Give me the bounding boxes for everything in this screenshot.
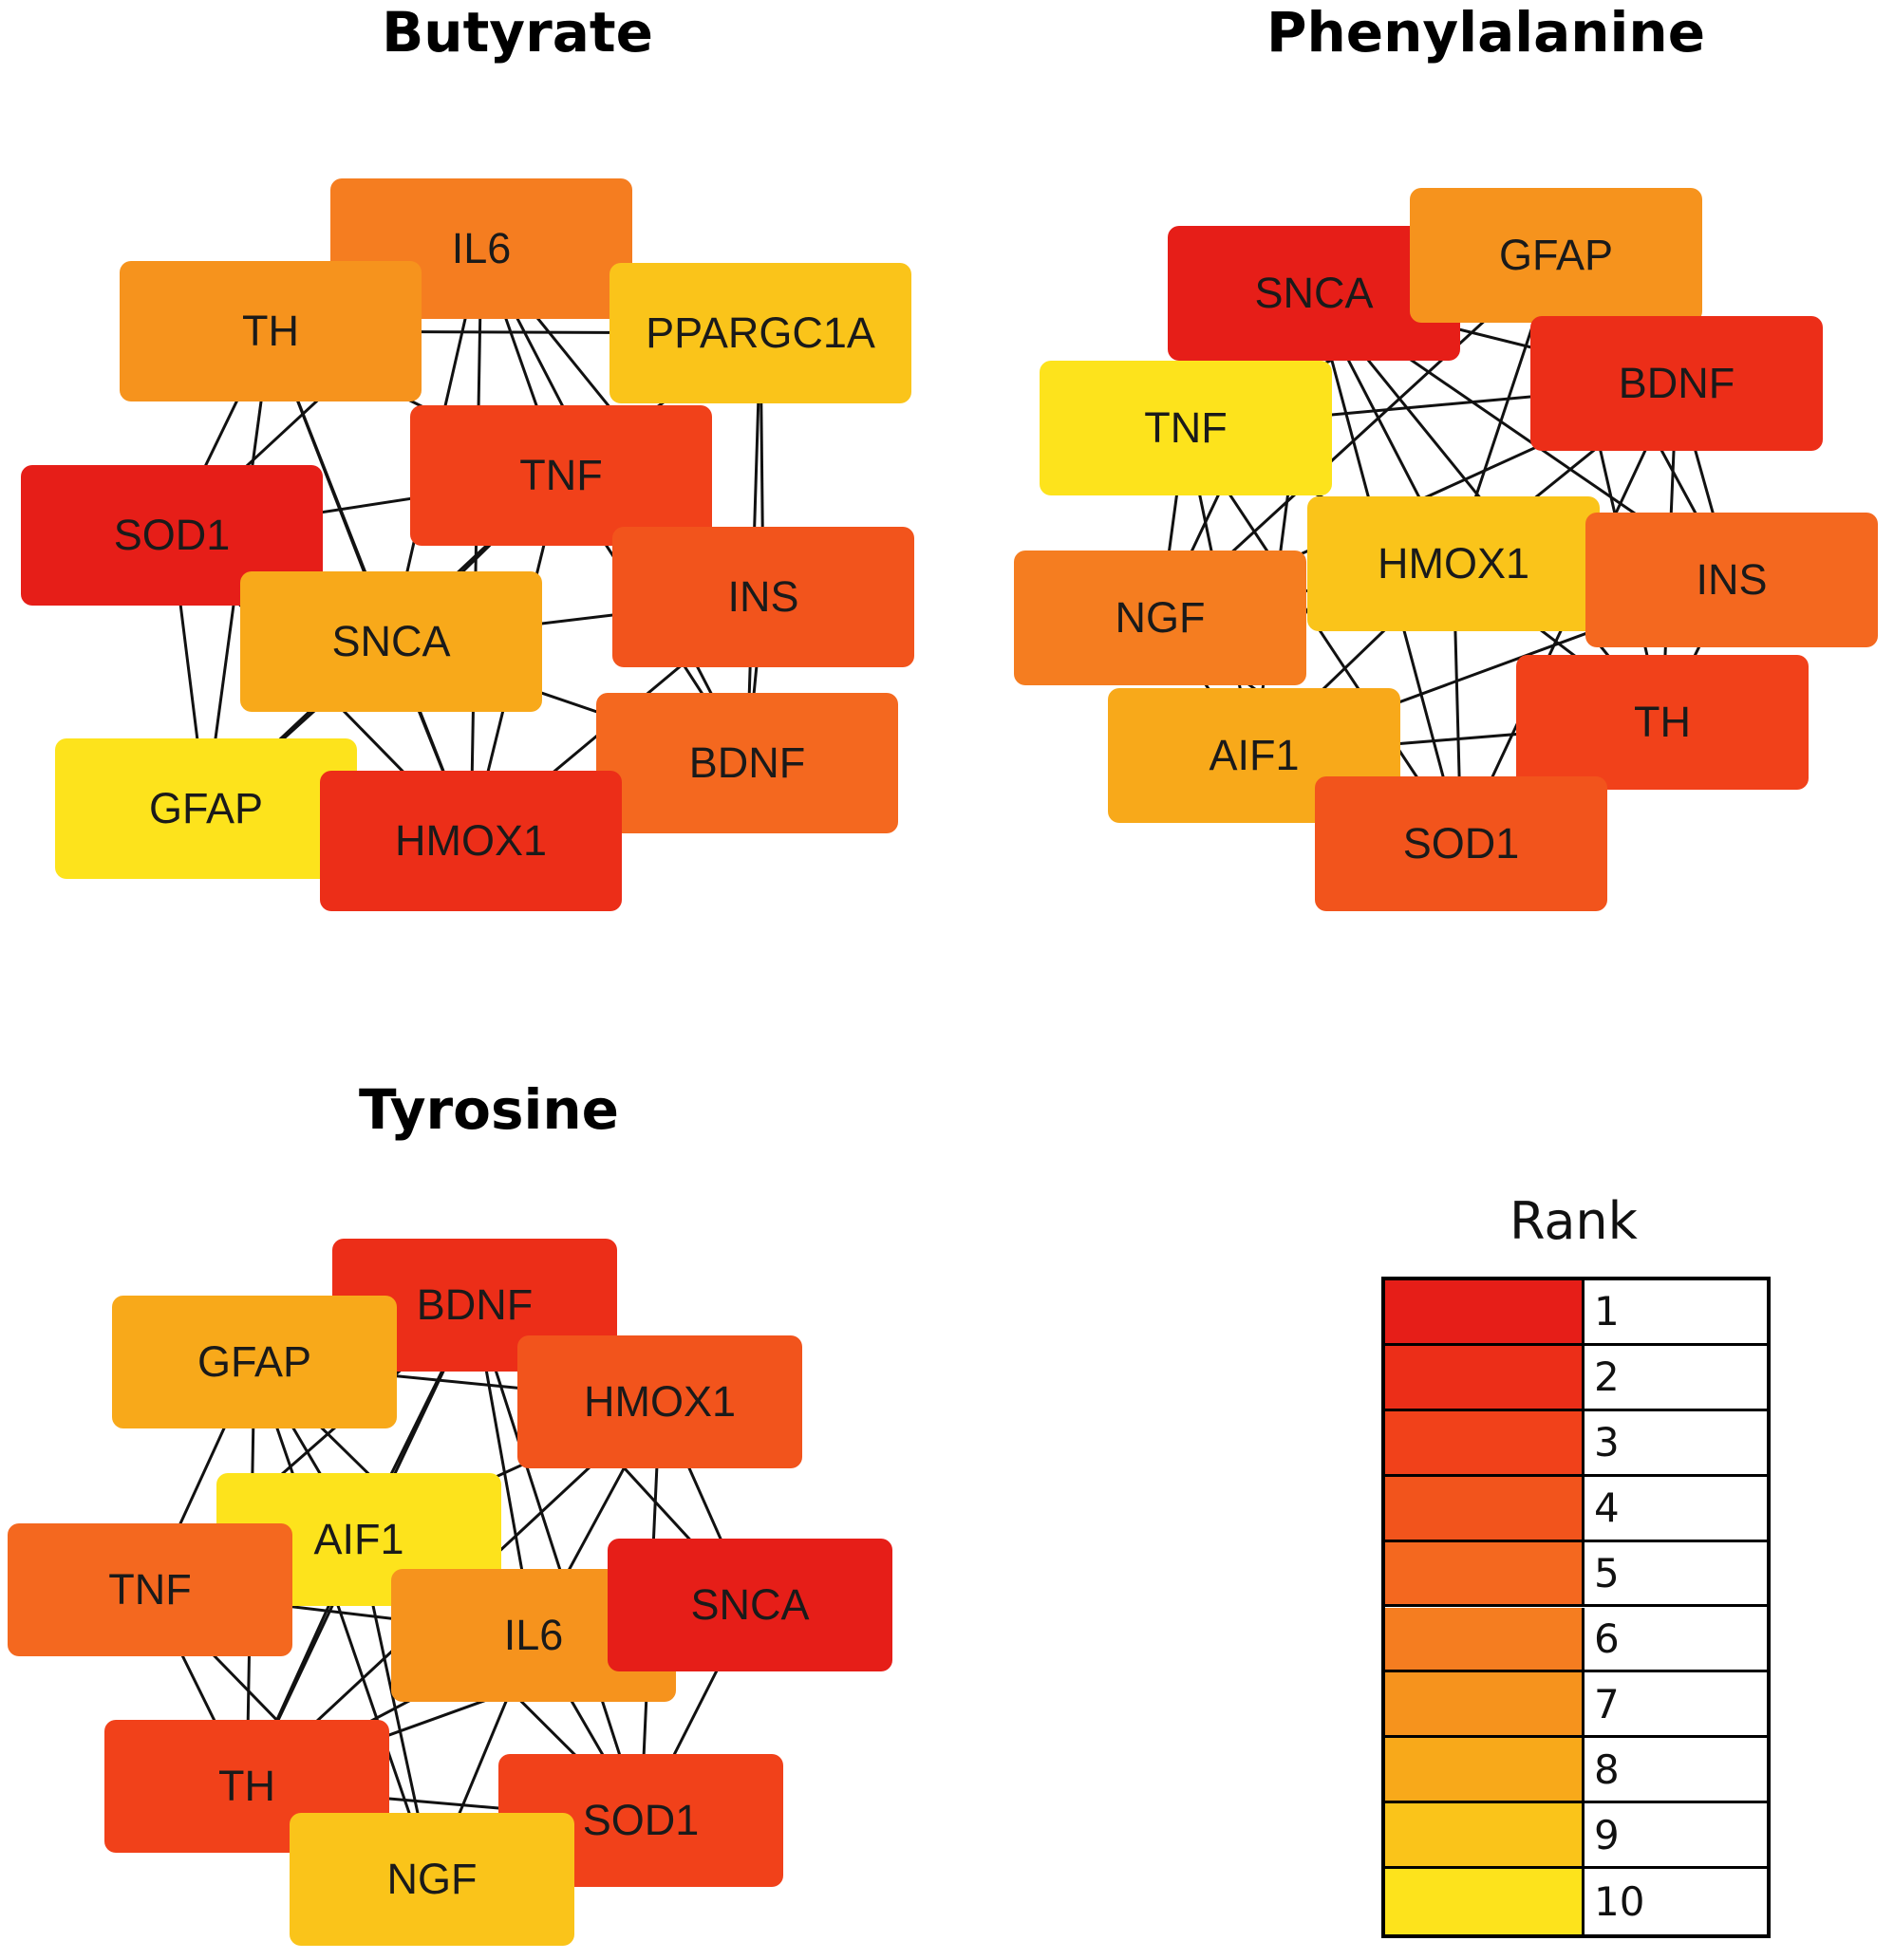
legend-label: 10 xyxy=(1594,1878,1645,1926)
legend-swatch xyxy=(1385,1345,1585,1409)
legend-swatch xyxy=(1385,1410,1585,1474)
legend-item: 5 xyxy=(1385,1541,1767,1608)
gene-node-tnf: TNF xyxy=(410,405,712,546)
gene-node-bdnf: BDNF xyxy=(596,693,898,833)
gene-node-ppargc1a: PPARGC1A xyxy=(609,263,911,403)
legend-item: 3 xyxy=(1385,1410,1767,1477)
gene-node-gfap: GFAP xyxy=(1410,188,1702,323)
legend-swatch xyxy=(1385,1869,1585,1934)
legend-item: 1 xyxy=(1385,1280,1767,1346)
network-title: Butyrate xyxy=(382,0,653,65)
gene-node-hmox1: HMOX1 xyxy=(1307,496,1600,631)
legend-label: 8 xyxy=(1594,1745,1620,1793)
legend-label: 5 xyxy=(1594,1550,1620,1597)
legend-item: 6 xyxy=(1385,1607,1767,1673)
gene-node-hmox1: HMOX1 xyxy=(320,771,622,911)
gene-node-snca: SNCA xyxy=(608,1539,892,1671)
legend-label: 4 xyxy=(1594,1484,1620,1532)
legend-item: 8 xyxy=(1385,1738,1767,1804)
network-edge xyxy=(253,1361,434,1880)
gene-node-tnf: TNF xyxy=(8,1523,292,1656)
legend-swatch xyxy=(1385,1280,1585,1343)
gene-node-gfap: GFAP xyxy=(55,738,357,879)
gene-node-th: TH xyxy=(1516,655,1809,790)
legend-swatch xyxy=(1385,1738,1585,1801)
legend-swatch xyxy=(1385,1476,1585,1540)
legend-swatch xyxy=(1385,1607,1585,1671)
legend-item: 4 xyxy=(1385,1476,1767,1542)
gene-node-snca: SNCA xyxy=(240,571,542,712)
network-edge xyxy=(1184,427,1463,845)
legend-label: 9 xyxy=(1594,1811,1620,1858)
gene-node-gfap: GFAP xyxy=(112,1296,397,1428)
gene-node-hmox1: HMOX1 xyxy=(517,1335,802,1468)
legend-label: 6 xyxy=(1594,1615,1620,1662)
legend-label: 1 xyxy=(1594,1288,1620,1335)
gene-node-tnf: TNF xyxy=(1040,361,1332,495)
gene-node-th: TH xyxy=(120,261,422,401)
legend-label: 7 xyxy=(1594,1680,1620,1727)
legend-item: 10 xyxy=(1385,1869,1767,1934)
network-title: Tyrosine xyxy=(359,1077,619,1142)
legend-item: 9 xyxy=(1385,1803,1767,1870)
gene-node-bdnf: BDNF xyxy=(1530,316,1823,451)
network-title: Phenylalanine xyxy=(1266,0,1706,65)
legend-swatch xyxy=(1385,1672,1585,1736)
legend-label: 2 xyxy=(1594,1353,1620,1401)
network-edge xyxy=(473,1304,643,1821)
gene-node-ngf: NGF xyxy=(290,1813,574,1946)
legend-label: 3 xyxy=(1594,1419,1620,1466)
gene-node-ins: INS xyxy=(1585,513,1878,647)
gene-node-ins: INS xyxy=(612,527,914,667)
legend-swatch xyxy=(1385,1541,1585,1605)
rank-legend: 1 2 3 4 5 6 7 8 9 10 xyxy=(1381,1277,1771,1938)
gene-node-sod1: SOD1 xyxy=(1315,776,1607,911)
legend-item: 2 xyxy=(1385,1345,1767,1411)
legend-item: 7 xyxy=(1385,1672,1767,1739)
gene-node-ngf: NGF xyxy=(1014,551,1306,685)
legend-swatch xyxy=(1385,1803,1585,1867)
legend-title: Rank xyxy=(1510,1191,1638,1251)
